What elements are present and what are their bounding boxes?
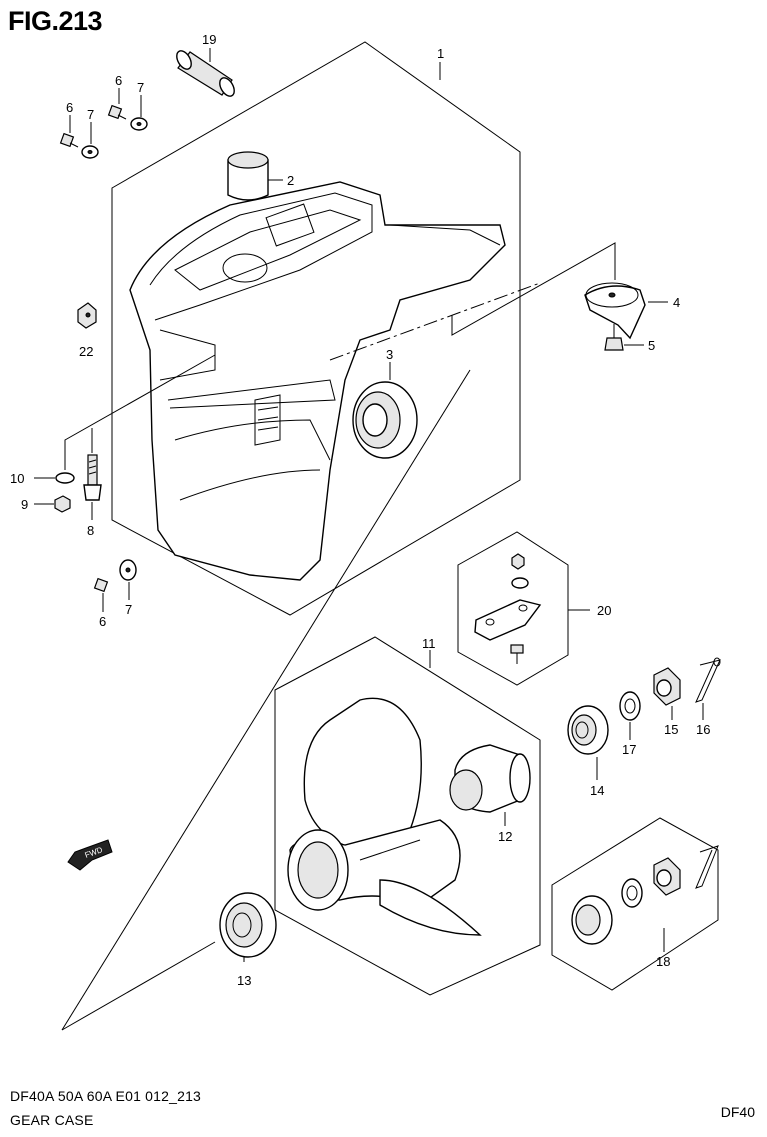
callout-3: 3 xyxy=(386,347,393,362)
bolt-6-top-left xyxy=(59,132,79,148)
part-13-stopper xyxy=(219,892,277,958)
callout-7c: 7 xyxy=(125,602,132,617)
callout-7b: 7 xyxy=(137,80,144,95)
callout-17: 17 xyxy=(622,742,636,757)
callout-8: 8 xyxy=(87,523,94,538)
part-9-nut xyxy=(54,495,71,513)
part-17-washer xyxy=(619,691,641,721)
part-15-castle-nut xyxy=(653,667,681,706)
part-16-cotter-pin xyxy=(695,657,721,703)
washer-7-top-right xyxy=(130,117,148,131)
callout-11: 11 xyxy=(422,636,436,651)
callout-1: 1 xyxy=(437,46,444,61)
part-2-sleeve xyxy=(227,151,269,201)
callout-13: 13 xyxy=(237,973,251,988)
callout-7a: 7 xyxy=(87,107,94,122)
figure-title: FIG.213 xyxy=(8,6,103,36)
callout-14: 14 xyxy=(590,783,604,798)
part-10-washer xyxy=(55,472,75,484)
part-3-oil-seal xyxy=(352,381,418,459)
callout-6a: 6 xyxy=(66,100,73,115)
footer-model: DF40 xyxy=(720,1104,755,1120)
part-11-propeller xyxy=(287,697,482,936)
part-22-bushing xyxy=(77,302,97,329)
callout-15: 15 xyxy=(664,722,678,737)
part-4-trim-tab xyxy=(584,282,646,340)
part-20-kit-outline xyxy=(457,531,569,686)
part-14-washer-hub xyxy=(567,705,609,755)
callout-16: 16 xyxy=(696,722,710,737)
callout-18: 18 xyxy=(656,954,670,969)
callout-22: 22 xyxy=(79,344,93,359)
callout-19: 19 xyxy=(202,32,216,47)
callout-6b: 6 xyxy=(115,73,122,88)
footer-code: DF40A 50A 60A E01 012_213 xyxy=(10,1088,202,1104)
callout-10: 10 xyxy=(10,471,24,486)
washer-7-lower xyxy=(119,559,137,581)
bolt-6-top-right xyxy=(107,104,127,120)
callout-5: 5 xyxy=(648,338,655,353)
bolt-6-lower xyxy=(93,577,109,593)
part-8-stud-bolt xyxy=(83,454,102,501)
callout-9: 9 xyxy=(21,497,28,512)
part-20-kit xyxy=(474,553,542,664)
part-12-spacer xyxy=(449,744,531,813)
part-18-kit-outline xyxy=(551,817,719,991)
callout-4: 4 xyxy=(673,295,680,310)
gear-case-body xyxy=(129,181,506,581)
footer-name: GEAR CASE xyxy=(10,1112,94,1128)
part-5-bolt xyxy=(604,324,624,351)
part-18-kit xyxy=(571,845,719,945)
part-11-propeller-outline xyxy=(274,636,541,996)
callout-6c: 6 xyxy=(99,614,106,629)
gear-case-outline xyxy=(111,41,521,616)
callout-12: 12 xyxy=(498,829,512,844)
part-19-plug xyxy=(176,50,235,97)
forward-arrow-icon: FWD xyxy=(67,839,113,871)
washer-7-top-left xyxy=(81,145,99,159)
callout-20: 20 xyxy=(597,603,611,618)
callout-2: 2 xyxy=(287,173,294,188)
